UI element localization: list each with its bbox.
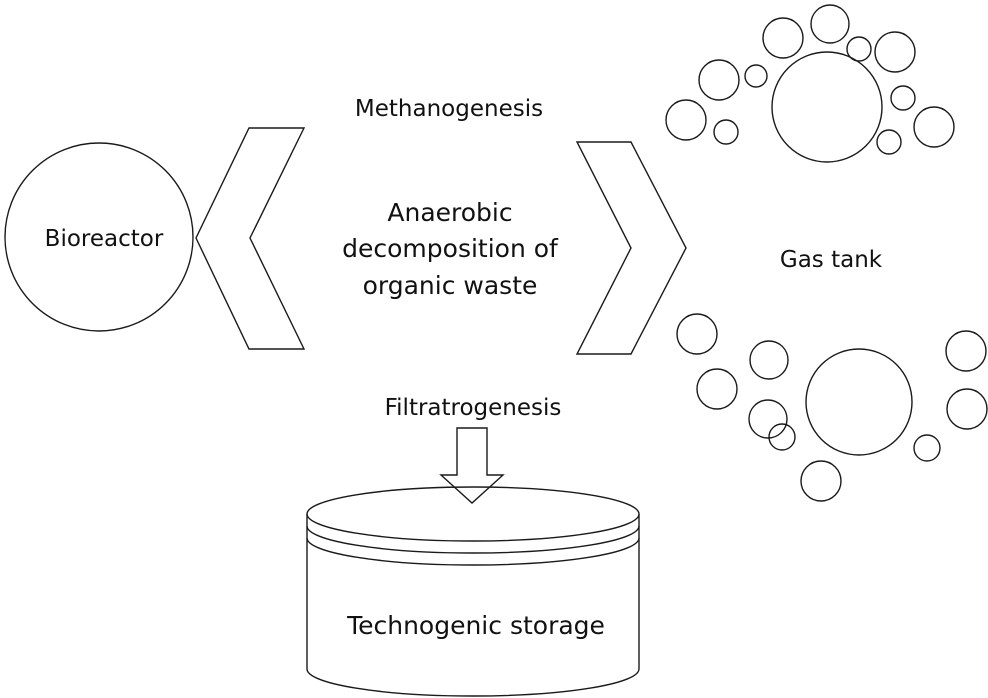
gas-tank-label: Gas tank <box>780 247 883 273</box>
gas-bubble-cluster-bottom-icon <box>676 313 988 502</box>
bioreactor-circle-icon <box>4 142 194 332</box>
center-text-line3: organic waste <box>363 271 538 300</box>
left-chevron-arrow-icon <box>195 127 306 350</box>
gas-tank-circle-bottom <box>805 348 913 456</box>
gas-tank-circle-top <box>771 51 883 163</box>
gas-bubble-cluster-top-icon <box>665 4 955 163</box>
storage-label: Technogenic storage <box>346 611 605 640</box>
methanogenesis-label: Methanogenesis <box>355 96 543 122</box>
right-chevron-arrow-icon <box>575 141 687 355</box>
center-text-line1: Anaerobic <box>387 198 512 227</box>
center-text-line2: decomposition of <box>342 234 559 263</box>
bioreactor-label: Bioreactor <box>45 226 164 252</box>
filtratrogenesis-label: Filtratrogenesis <box>385 395 562 421</box>
storage-cylinder-icon <box>306 486 640 697</box>
down-arrow-icon <box>439 427 505 504</box>
